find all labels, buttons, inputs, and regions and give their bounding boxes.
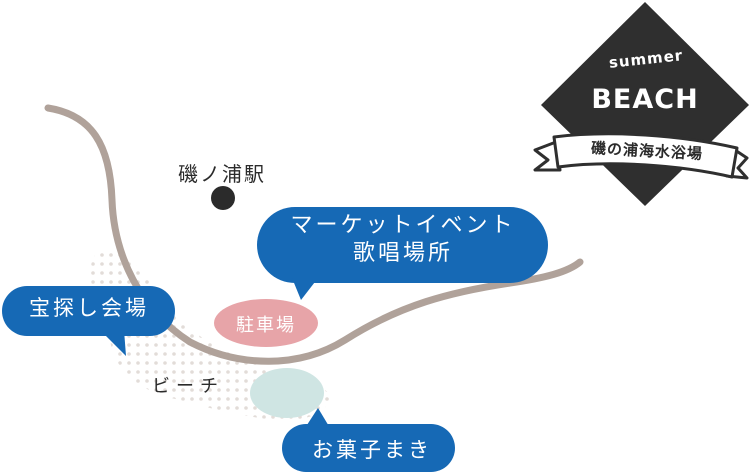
treasure-bubble xyxy=(2,286,175,356)
summer-beach-badge xyxy=(533,2,749,206)
market-line-1: マーケットイベント xyxy=(290,213,516,238)
sweets-bubble xyxy=(282,408,455,472)
market-line-2: 歌唱場所 xyxy=(352,241,453,266)
sweets-bubble-text: お菓子まき xyxy=(312,438,432,462)
station-label: 磯ノ浦駅 xyxy=(178,162,266,186)
road-line xyxy=(44,104,584,365)
market-bubble xyxy=(257,207,548,300)
treasure-bubble-text: 宝探し会場 xyxy=(29,296,149,320)
sweets-area xyxy=(250,368,324,418)
station-marker xyxy=(211,186,235,210)
market-bubble-text: マーケットイベント 歌唱場所 xyxy=(262,212,544,268)
parking-area xyxy=(214,299,318,347)
badge-title: BEACH xyxy=(591,84,699,115)
parking-label: 駐車場 xyxy=(236,315,296,336)
beach-label: ビーチ xyxy=(152,376,224,397)
